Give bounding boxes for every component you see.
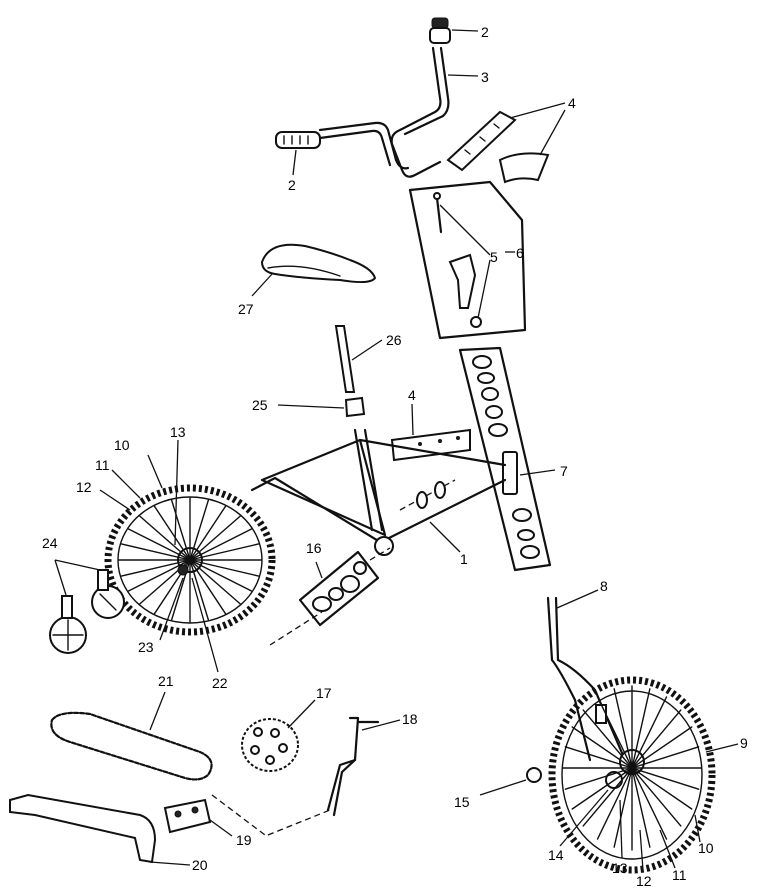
label-9: 9 xyxy=(740,735,748,751)
spoke xyxy=(631,767,668,840)
spoke xyxy=(631,767,700,790)
chain-guard xyxy=(9,793,191,866)
chainring xyxy=(241,699,316,772)
handlebar xyxy=(318,46,479,178)
spoke xyxy=(631,746,700,769)
label-24: 24 xyxy=(42,535,58,551)
label-20: 20 xyxy=(192,857,208,873)
label-26: 26 xyxy=(386,332,402,348)
seat-clamp xyxy=(277,396,366,418)
pedal xyxy=(163,794,331,837)
label-10-rear: 10 xyxy=(114,437,130,453)
spoke xyxy=(153,505,191,561)
label-16: 16 xyxy=(306,540,322,556)
spoke xyxy=(571,726,633,769)
label-13-front: 13 xyxy=(612,860,628,876)
label-19: 19 xyxy=(236,832,252,848)
spoke xyxy=(189,559,253,592)
spoke xyxy=(139,515,191,561)
spoke xyxy=(170,499,191,561)
label-2-left: 2 xyxy=(288,177,296,193)
spoke xyxy=(631,767,651,848)
spoke xyxy=(564,746,633,769)
spoke xyxy=(582,709,633,769)
spoke xyxy=(613,767,633,848)
stem-panel xyxy=(408,180,527,340)
spoke xyxy=(120,543,191,561)
saddle xyxy=(251,243,377,297)
crank xyxy=(326,716,401,817)
label-23: 23 xyxy=(138,639,154,655)
label-2-top: 2 xyxy=(481,24,489,40)
chain xyxy=(50,691,213,781)
frame xyxy=(250,428,507,556)
spoke xyxy=(631,696,668,769)
spoke xyxy=(120,559,191,577)
spoke xyxy=(631,767,682,827)
spoke xyxy=(613,688,633,769)
spoke xyxy=(571,767,633,810)
spoke xyxy=(564,767,633,790)
spoke xyxy=(189,559,210,621)
label-1: 1 xyxy=(460,551,468,567)
spoke xyxy=(189,528,253,561)
label-6: 6 xyxy=(516,245,524,261)
handlebar-pad xyxy=(446,102,566,184)
bottom-bracket xyxy=(269,547,391,646)
label-12-rear: 12 xyxy=(76,479,92,495)
spoke xyxy=(631,767,693,810)
label-27: 27 xyxy=(238,301,254,317)
headset-parts xyxy=(458,346,556,572)
front-fork xyxy=(546,589,627,762)
spoke xyxy=(189,499,210,561)
grip-top xyxy=(429,17,479,44)
label-25: 25 xyxy=(252,397,268,413)
label-10-front: 10 xyxy=(698,840,714,856)
spoke xyxy=(631,726,693,769)
spoke xyxy=(189,543,260,561)
spoke xyxy=(631,709,682,769)
spoke xyxy=(189,505,227,561)
label-18: 18 xyxy=(402,711,418,727)
spoke xyxy=(631,688,651,769)
spoke xyxy=(596,696,633,769)
label-8: 8 xyxy=(600,578,608,594)
spoke xyxy=(127,528,191,561)
grip-left xyxy=(275,131,321,176)
label-22: 22 xyxy=(212,675,228,691)
seat-post xyxy=(334,325,383,393)
label-3: 3 xyxy=(481,69,489,85)
reflectors xyxy=(49,559,125,654)
label-4-frame: 4 xyxy=(408,387,416,403)
label-12-front: 12 xyxy=(636,873,652,889)
axle-nut xyxy=(479,767,542,796)
frame-pad xyxy=(390,403,471,462)
label-14: 14 xyxy=(548,847,564,863)
label-11-rear: 11 xyxy=(95,457,110,473)
spoke xyxy=(596,767,633,840)
label-4-top: 4 xyxy=(568,95,576,111)
label-7: 7 xyxy=(560,463,568,479)
spoke xyxy=(582,767,633,827)
label-17: 17 xyxy=(316,685,332,701)
spoke xyxy=(189,559,241,605)
label-5: 5 xyxy=(490,249,498,265)
label-21: 21 xyxy=(158,673,174,689)
label-13-rear: 13 xyxy=(170,424,186,440)
spoke xyxy=(127,559,191,592)
spoke xyxy=(189,559,227,615)
rear-wheel xyxy=(99,439,276,673)
label-15: 15 xyxy=(454,794,470,810)
label-11-front: 11 xyxy=(672,867,687,883)
spoke xyxy=(189,559,260,577)
spoke xyxy=(189,515,241,561)
front-wheel xyxy=(548,676,739,874)
